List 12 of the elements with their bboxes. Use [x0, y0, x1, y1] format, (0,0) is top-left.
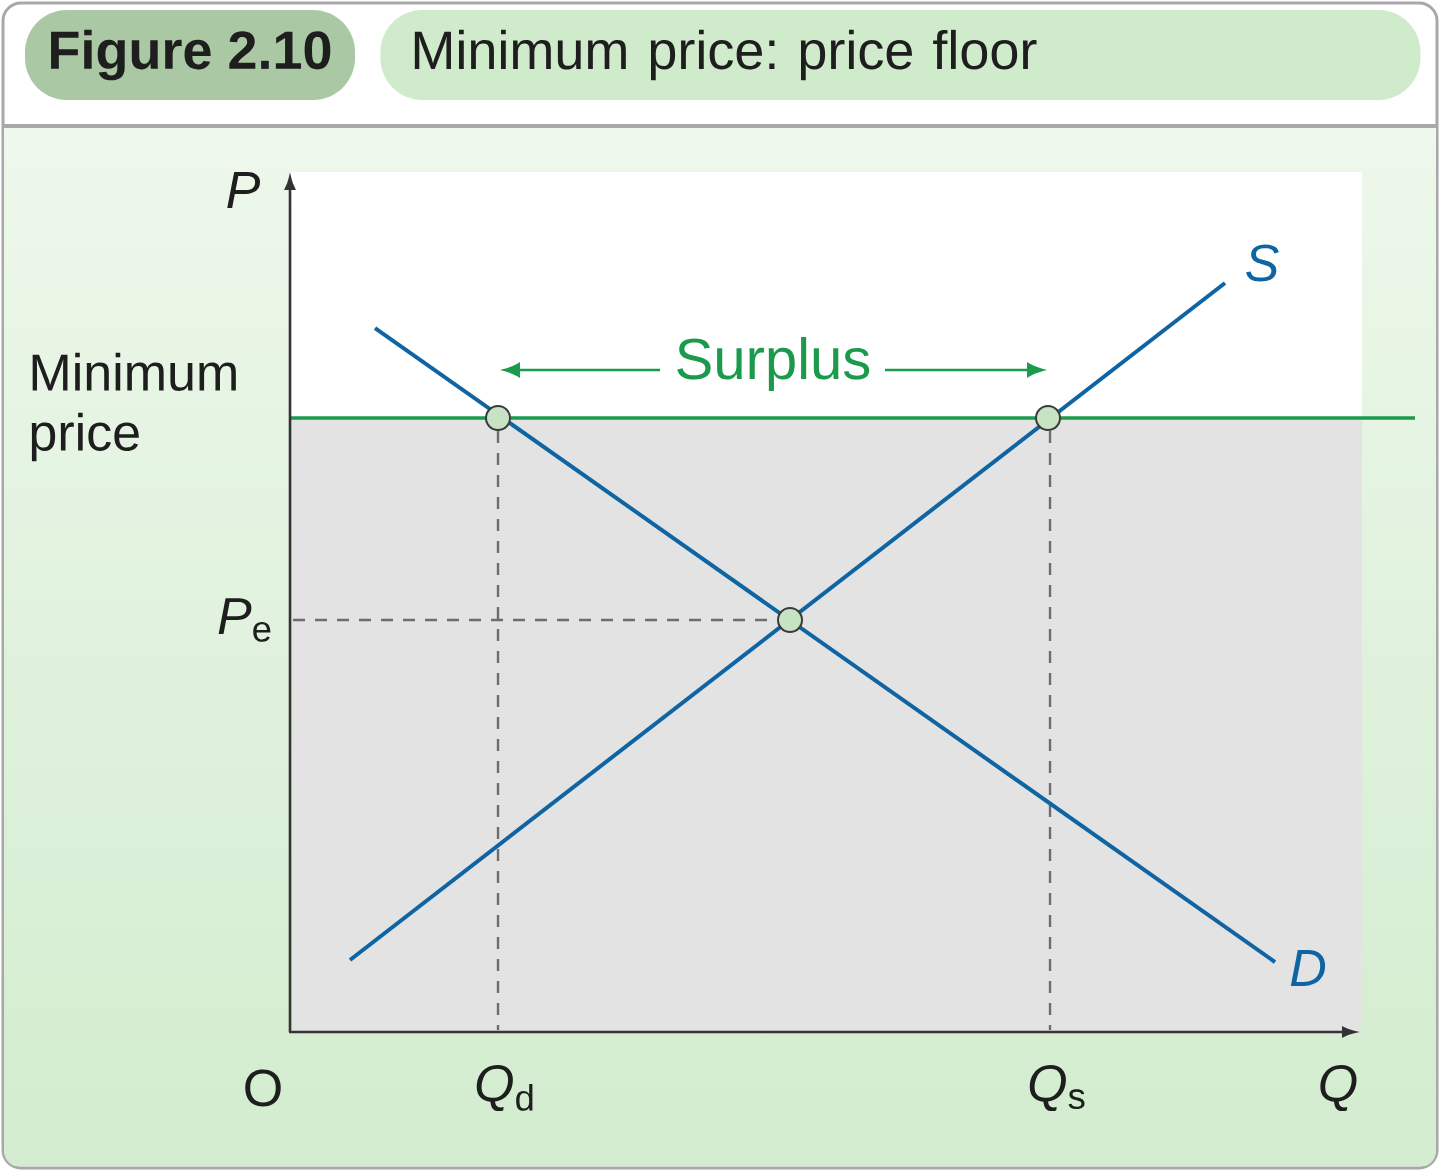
axis-label: Q — [1320, 1064, 1357, 1112]
title-banner: Minimum price: price floor — [380, 10, 1421, 100]
origin-label: O — [245, 1069, 281, 1107]
axis-tick-label: P$_{e}$ — [218, 598, 271, 642]
surplus-label: Surplus — [677, 337, 870, 392]
axis-label: P — [227, 172, 260, 208]
price-label: Minimum price — [31, 352, 236, 462]
figure-badge: Figure 2.10 — [25, 10, 355, 100]
axis-tick-label: Q$_{d}$ — [476, 1064, 533, 1112]
curve-label: S — [1246, 244, 1279, 282]
curve-label: D — [1290, 950, 1326, 986]
axis-tick-label: Q$_{s}$ — [1029, 1064, 1085, 1112]
